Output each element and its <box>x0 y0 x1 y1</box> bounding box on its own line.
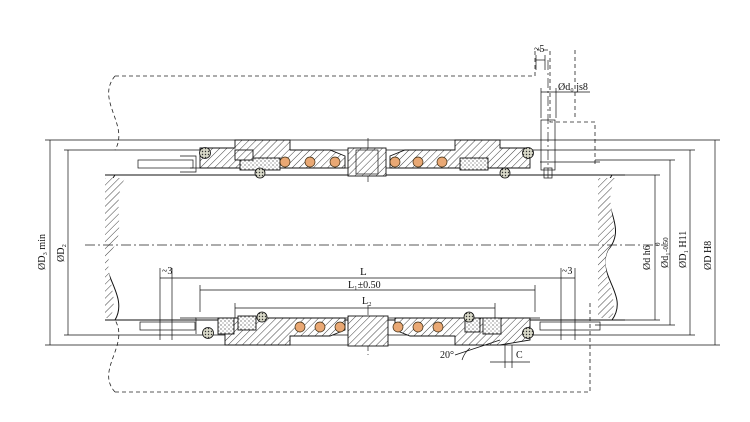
angle-label: 20° <box>440 350 454 361</box>
C-label: C <box>516 350 523 361</box>
right-dimensions <box>560 139 720 346</box>
left-gap-label: ~3 <box>162 266 172 277</box>
upper-orings <box>199 147 534 179</box>
lower-orings <box>202 311 534 339</box>
top-dimensions <box>535 55 590 118</box>
D3-label: ØD₃ min <box>37 234 48 270</box>
L1-label: L₁±0.50 <box>348 280 381 291</box>
d-label: Ød h6 <box>642 245 653 270</box>
d0-label: Ød₀ js8 <box>558 82 588 93</box>
upper-springs <box>279 156 448 168</box>
L-label: L <box>360 266 367 278</box>
D-label: ØD H8 <box>703 241 714 270</box>
d1-label: Ød₁ <box>660 252 671 268</box>
housing-outline <box>108 49 596 393</box>
left-dimensions <box>45 139 195 346</box>
bottom-dimensions <box>159 268 576 368</box>
top-gap-label: ~5 <box>534 44 544 55</box>
lower-springs <box>294 321 444 333</box>
lower-seal-assembly <box>70 311 601 347</box>
d1-tol-upper: 0 <box>654 242 662 246</box>
L2-label: L₂ <box>362 296 372 307</box>
d1-tol-lower: -0.50 <box>662 237 670 252</box>
upper-seal-assembly <box>70 119 600 179</box>
shaft <box>105 174 625 321</box>
D2-label: ØD₂ <box>56 244 67 262</box>
D1-label: ØD₁ H11 <box>678 231 689 268</box>
centerlines <box>85 60 668 355</box>
right-gap-label: ~3 <box>562 266 572 277</box>
